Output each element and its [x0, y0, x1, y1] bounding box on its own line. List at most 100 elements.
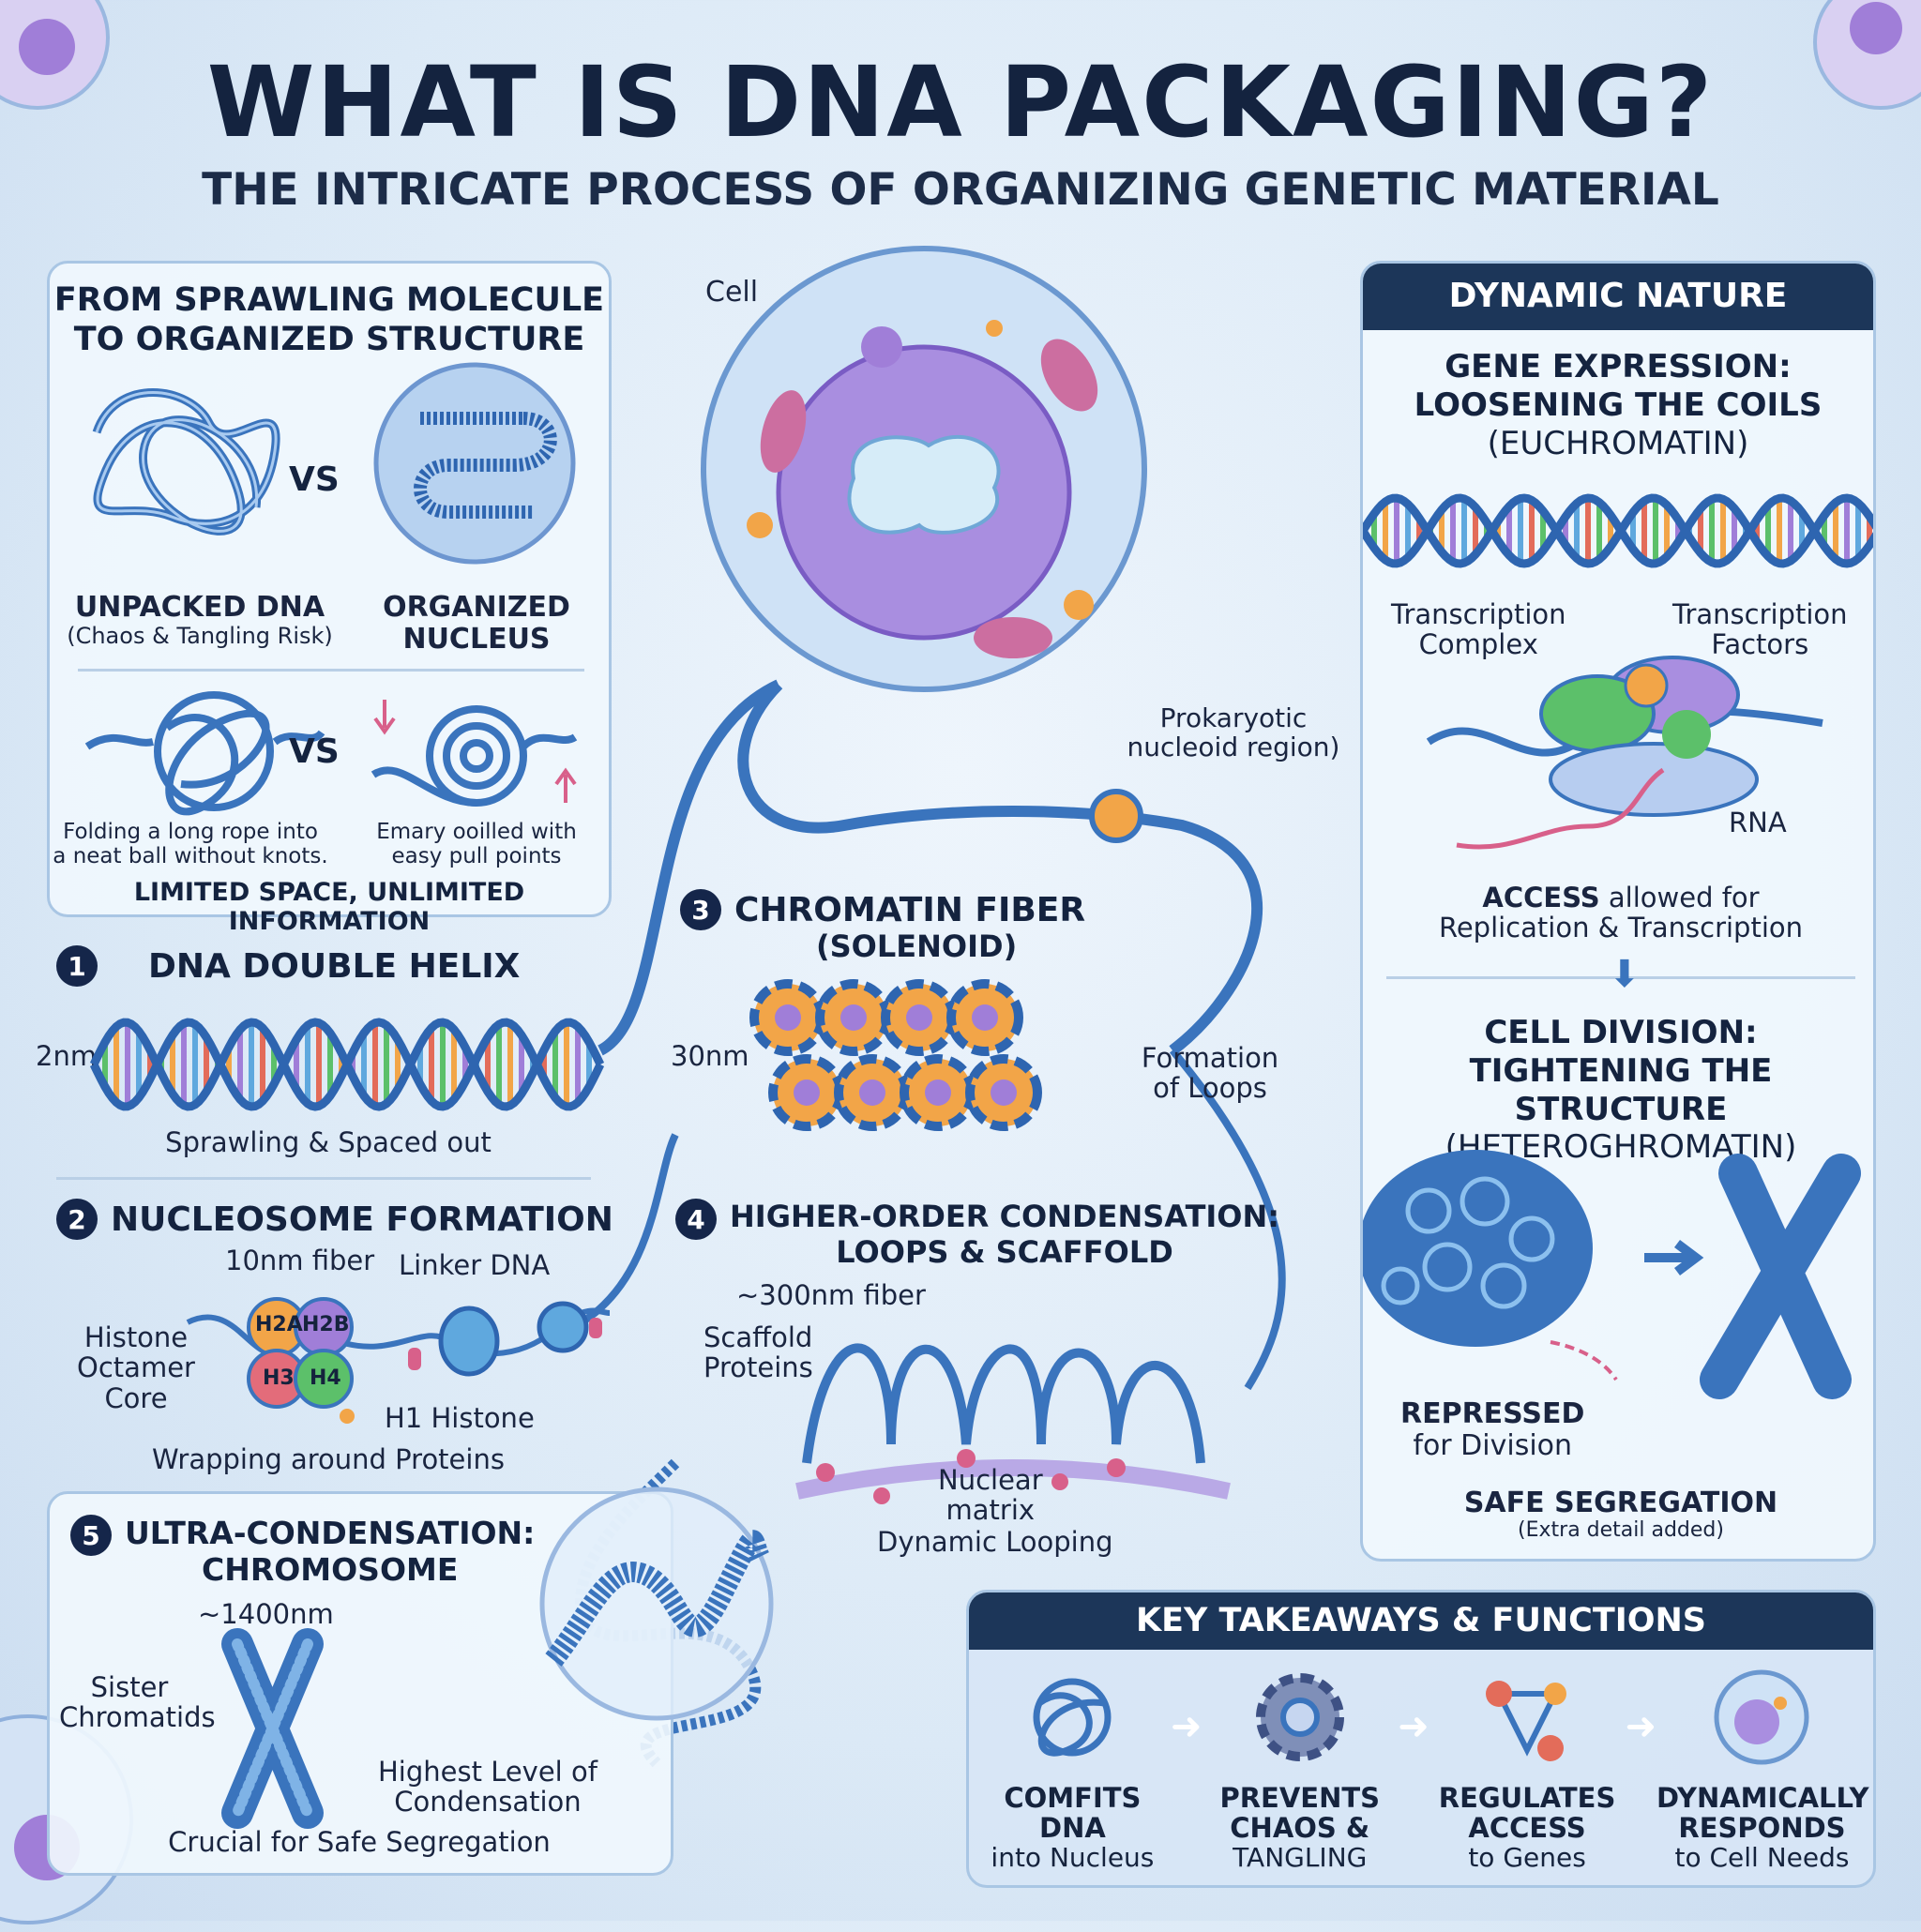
loops-line: of Loops	[1153, 1072, 1267, 1105]
intro-footer: LIMITED SPACE, UNLIMITED INFORMATION	[133, 878, 525, 936]
step-number: 4	[675, 1199, 717, 1240]
step4-caption: Dynamic Looping	[877, 1526, 1113, 1558]
dna-double-helix	[89, 1018, 605, 1111]
rope-ball-icon	[84, 691, 325, 816]
step-title: CHROMOSOME	[201, 1551, 459, 1588]
solenoid-fiber	[749, 979, 1042, 1131]
decorative-cell-icon	[0, 0, 110, 110]
step2-caption: Wrapping around Proteins	[152, 1443, 505, 1475]
core-line: Octamer	[77, 1351, 195, 1384]
intro-heading-line: TO ORGANIZED STRUCTURE	[73, 321, 585, 358]
step-number: 3	[680, 889, 721, 930]
scale-label: 2nm	[36, 1040, 98, 1072]
cell-division-heading: CELL DIVISION:TIGHTENING THE STRUCTURE(H…	[1363, 1014, 1873, 1167]
nucleoid-line: nucleoid region)	[1127, 732, 1340, 763]
core-line: Histone	[83, 1321, 189, 1353]
rope-line: Folding a long rope into	[63, 820, 318, 844]
step1-caption: Sprawling & Spaced out	[165, 1126, 492, 1158]
tf-line: Transcription	[1672, 598, 1848, 630]
core-line: Core	[104, 1381, 168, 1414]
takeaway-title: ACCESS	[1468, 1811, 1586, 1844]
highest-line: Highest Level of	[378, 1756, 597, 1788]
tangle-icon	[1033, 1678, 1112, 1757]
gene-line: (EUCHROMATIN)	[1487, 424, 1749, 462]
transcription-complex-diagram	[1426, 656, 1823, 850]
tangled-dna-icon	[92, 388, 280, 536]
safe-segregation-label: SAFE SEGREGATION(Extra detail added)	[1363, 1487, 1873, 1542]
step-title: ULTRA-CONDENSATION:	[125, 1515, 536, 1551]
gene-line: LOOSENING THE COILS	[1414, 385, 1823, 424]
divider	[1386, 976, 1855, 979]
histone-core	[775, 1004, 801, 1031]
step5-panel: 5 ULTRA-CONDENSATION:CHROMOSOME ~1400nm S…	[47, 1491, 673, 1876]
gene-expression-heading: GENE EXPRESSION:LOOSENING THE COILS(EUCH…	[1363, 348, 1873, 462]
takeaway-title: COMFITS DNA	[1004, 1782, 1142, 1844]
loops-scaffold-diagram	[795, 1343, 1231, 1504]
page-title: WHAT IS DNA PACKAGING?	[206, 45, 1715, 159]
coil-line: Emary ooilled with	[376, 820, 577, 844]
tc-line: Transcription	[1391, 598, 1566, 630]
organized-nucleus-icon	[373, 362, 576, 565]
scale-label: ~1400nm	[198, 1598, 334, 1630]
sister-line: Chromatids	[59, 1701, 216, 1734]
step5-caption: Crucial for Safe Segregation	[168, 1826, 551, 1858]
unpacked-dna-label: UNPACKED DNA(Chaos & Tangling Risk)	[59, 592, 340, 648]
histone-core	[991, 1079, 1017, 1106]
unpacked-subtitle: (Chaos & Tangling Risk)	[67, 622, 333, 649]
highest-line: Condensation	[394, 1786, 582, 1819]
decorative-cell-icon	[1813, 0, 1921, 110]
takeaway-title: DYNAMICALLY	[1656, 1782, 1869, 1814]
matrix-line: matrix	[945, 1494, 1036, 1527]
nucleosome-diagram	[186, 1297, 611, 1424]
div-line: TIGHTENING THE STRUCTURE	[1469, 1051, 1773, 1128]
chromosome-magnifier	[539, 1487, 774, 1721]
takeaway-title: RESPONDS	[1678, 1811, 1846, 1844]
safe-title: SAFE SEGREGATION	[1463, 1487, 1778, 1519]
h2a-label: H2A	[255, 1313, 303, 1336]
tc-line: Complex	[1418, 628, 1538, 661]
repressed-sub: for Division	[1413, 1428, 1573, 1462]
scale-label: 30nm	[671, 1040, 749, 1072]
scaffold-line: Scaffold	[703, 1321, 813, 1353]
takeaways-header: KEY TAKEAWAYS & FUNCTIONS	[969, 1592, 1873, 1650]
unpacked-title: UNPACKED DNA	[74, 591, 325, 624]
chromosome-icon	[221, 1628, 324, 1829]
takeaway-sub: TANGLING	[1233, 1841, 1368, 1873]
organized-line: NUCLEUS	[402, 622, 551, 656]
sister-line: Sister	[90, 1671, 169, 1703]
step-title: NUCLEOSOME FORMATION	[111, 1200, 613, 1239]
step-title: DNA DOUBLE HELIX	[148, 946, 521, 986]
takeaway-title: REGULATES	[1438, 1782, 1616, 1814]
open-dna-helix	[1363, 493, 1873, 568]
coil-icon	[371, 700, 578, 807]
step-number: 5	[70, 1515, 112, 1556]
step3-subtitle: (SOLENOID)	[816, 928, 1018, 964]
fiber-label: ~300nm fiber	[736, 1279, 926, 1311]
step5-heading: 5 ULTRA-CONDENSATION:CHROMOSOME	[70, 1515, 535, 1588]
repressed-title: REPRESSED	[1400, 1397, 1585, 1430]
linker-dna-label: Linker DNA	[399, 1249, 551, 1281]
scaffold-line: Proteins	[703, 1351, 813, 1384]
arrow-right-icon: ➜	[1398, 1705, 1429, 1748]
step-title: HIGHER-ORDER CONDENSATION:	[730, 1199, 1280, 1234]
dynamic-header: DYNAMIC NATURE	[1363, 264, 1873, 330]
takeaway-sub: to Cell Needs	[1674, 1841, 1850, 1873]
